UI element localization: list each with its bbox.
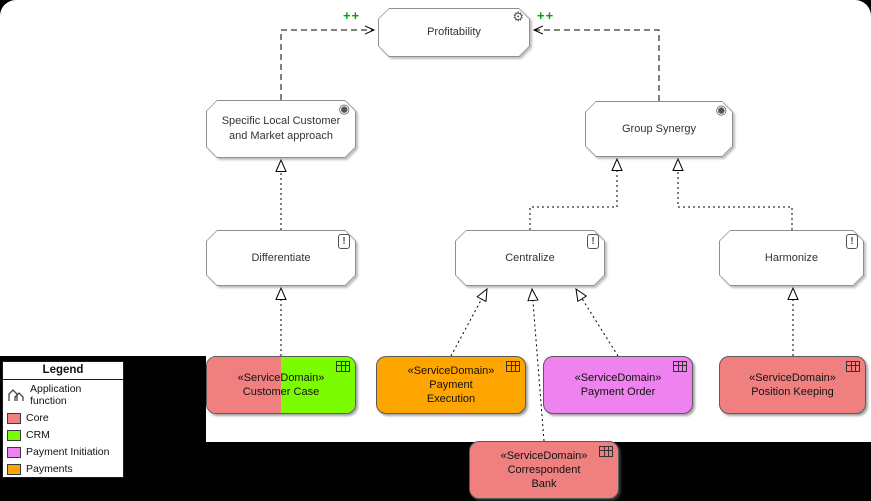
node-group-synergy-goal[interactable]: ◉ Group Synergy — [585, 101, 733, 157]
goal-icon: ◉ — [338, 101, 350, 116]
contribution-label-left: ++ — [343, 8, 361, 23]
core-color-half — [207, 357, 281, 413]
legend-row-payments: Payments — [3, 460, 123, 477]
node-harmonize-principle[interactable]: ! Harmonize — [719, 230, 864, 286]
application-grid-icon — [599, 446, 613, 457]
legend-row-application-function: Application function — [3, 380, 123, 409]
diagram-background — [0, 0, 871, 356]
legend: Legend Application function Core CRM Pay… — [2, 361, 124, 478]
node-fill — [586, 102, 732, 156]
realization-harmonize-to-group-synergy[interactable] — [678, 159, 793, 230]
node-fill — [207, 101, 355, 157]
legend-swatch-payment-initiation — [7, 446, 21, 458]
stereotype: «ServiceDomain» — [500, 449, 588, 462]
node-service-domain-correspondent-bank[interactable]: «ServiceDomain» Correspondent Bank — [469, 441, 619, 499]
principle-icon: ! — [338, 234, 350, 249]
service-domain-name: Customer Case — [242, 386, 320, 398]
influence-specific-local-to-profitability[interactable] — [280, 30, 374, 100]
node-label: «ServiceDomain» Correspondent Bank — [470, 442, 618, 498]
node-label: Group Synergy — [622, 122, 696, 135]
node-service-domain-position-keeping[interactable]: «ServiceDomain» Position Keeping — [719, 356, 866, 414]
principle-icon: ! — [846, 234, 858, 249]
application-grid-icon — [506, 361, 520, 372]
node-label: «ServiceDomain» Payment Order — [544, 357, 692, 413]
node-label: Profitability — [427, 26, 481, 39]
node-label: Specific Local Customer and Market appro… — [221, 115, 341, 142]
service-domain-name: Position Keeping — [751, 386, 834, 398]
legend-row-payment-initiation: Payment Initiation — [3, 443, 123, 460]
node-service-domain-payment-execution[interactable]: «ServiceDomain» Payment Execution — [376, 356, 526, 414]
node-profitability[interactable]: ⚙ Profitability — [378, 8, 530, 57]
principle-icon: ! — [587, 234, 599, 249]
node-service-domain-customer-case[interactable]: «ServiceDomain» Customer Case — [206, 356, 356, 414]
contribution-label-right: ++ — [537, 8, 555, 23]
legend-label: CRM — [26, 429, 50, 441]
influence-group-synergy-to-profitability[interactable] — [534, 30, 660, 101]
legend-swatch-crm — [7, 429, 21, 441]
application-grid-icon — [336, 361, 350, 372]
node-centralize-principle[interactable]: ! Centralize — [455, 230, 605, 286]
stereotype: «ServiceDomain» — [749, 371, 836, 384]
stereotype: «ServiceDomain» — [237, 371, 325, 384]
legend-swatch-core — [7, 412, 21, 424]
node-label: «ServiceDomain» Position Keeping — [720, 357, 865, 413]
driver-icon: ⚙ — [512, 9, 524, 24]
legend-label: Payment Initiation — [26, 446, 110, 458]
service-domain-name: Payment Order — [580, 386, 656, 398]
node-differentiate-principle[interactable]: ! Differentiate — [206, 230, 356, 286]
legend-label: Core — [26, 412, 49, 424]
goal-icon: ◉ — [715, 102, 727, 117]
application-grid-icon — [673, 361, 687, 372]
node-label: Centralize — [505, 251, 555, 264]
stereotype: «ServiceDomain» — [407, 364, 495, 377]
node-fill — [207, 231, 355, 285]
node-label: Differentiate — [251, 251, 311, 264]
legend-swatch-payments — [7, 463, 21, 475]
node-label: «ServiceDomain» Customer Case — [207, 357, 355, 413]
application-grid-icon — [846, 361, 860, 372]
legend-label: Payments — [26, 463, 73, 475]
legend-label: Application function — [30, 383, 82, 407]
realization-payment-execution-to-centralize[interactable] — [450, 289, 487, 357]
service-domain-name: Payment Execution — [426, 378, 476, 406]
application-function-icon — [8, 389, 24, 401]
node-label: Harmonize — [764, 251, 819, 264]
node-fill — [456, 231, 604, 285]
node-fill — [379, 9, 529, 56]
node-label: «ServiceDomain» Payment Execution — [377, 357, 525, 413]
node-specific-local-goal[interactable]: ◉ Specific Local Customer and Market app… — [206, 100, 356, 158]
realization-payment-order-to-centralize[interactable] — [576, 289, 619, 357]
stereotype: «ServiceDomain» — [574, 371, 662, 384]
legend-title: Legend — [3, 362, 123, 380]
legend-row-core: Core — [3, 409, 123, 426]
service-domain-name: Correspondent Bank — [507, 463, 581, 491]
realization-correspondent-bank-to-centralize[interactable] — [532, 289, 545, 442]
legend-row-crm: CRM — [3, 426, 123, 443]
realization-centralize-to-group-synergy[interactable] — [529, 159, 617, 230]
node-service-domain-payment-order[interactable]: «ServiceDomain» Payment Order — [543, 356, 693, 414]
node-fill — [720, 231, 863, 285]
